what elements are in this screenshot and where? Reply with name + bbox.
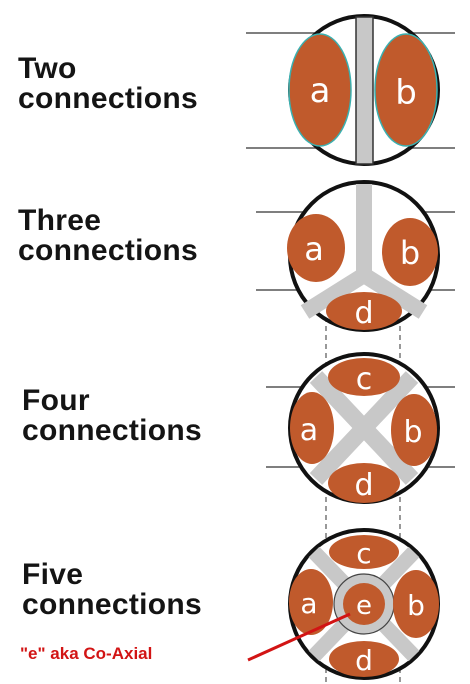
pin-label-b: b [400, 234, 420, 272]
pin-label-d: d [354, 296, 373, 331]
heading-line-1: Two [18, 52, 77, 85]
pin-label-d: d [354, 468, 373, 503]
heading-line-2: connections [22, 414, 202, 447]
pin-label-b: b [403, 415, 422, 450]
conductor-d [326, 292, 402, 330]
insulator-x [309, 371, 419, 485]
connector-four: c a b d [288, 352, 440, 504]
conductor-b [382, 218, 438, 286]
pin-label-a: a [304, 230, 324, 268]
pin-label-b: b [395, 73, 417, 113]
conductor-b [393, 570, 439, 638]
conductor-e [343, 583, 385, 625]
heading-five-connections: Five connections [22, 560, 202, 620]
conductor-a [288, 33, 352, 147]
coaxial-pointer-line [247, 612, 351, 662]
coaxial-note: "e" aka Co-Axial [20, 644, 153, 663]
insulator-divider [355, 16, 374, 165]
heading-line-2: connections [22, 588, 202, 621]
conductor-b [391, 394, 437, 466]
connector-three: a b d [287, 180, 440, 332]
heading-line-1: Three [18, 204, 102, 237]
connector-two: a b [288, 14, 440, 166]
heading-line-2: connections [18, 82, 198, 115]
heading-two-connections: Two connections [18, 54, 198, 114]
insulator-y [300, 184, 428, 319]
conductor-b [374, 33, 438, 147]
pin-label-a: a [300, 413, 318, 448]
connector-five: c a e b d [288, 528, 440, 680]
conductor-d [328, 463, 400, 503]
conductor-c [328, 358, 400, 396]
pin-label-e: e [356, 591, 372, 621]
pin-label-a: a [300, 587, 317, 620]
heading-line-2: connections [18, 234, 198, 267]
heading-four-connections: Four connections [22, 386, 202, 446]
conductor-a [290, 392, 334, 464]
pin-label-a: a [310, 71, 331, 111]
heading-line-1: Five [22, 558, 84, 591]
pin-label-b: b [407, 589, 425, 622]
heading-line-1: Four [22, 384, 90, 417]
conductor-c [329, 535, 399, 569]
conductor-a [287, 214, 345, 282]
pin-label-c: c [356, 362, 373, 397]
conductor-d [329, 641, 399, 677]
pin-label-d: d [355, 644, 373, 677]
conductor-a [289, 569, 333, 635]
pin-label-c: c [356, 537, 371, 570]
heading-three-connections: Three connections [18, 206, 198, 266]
